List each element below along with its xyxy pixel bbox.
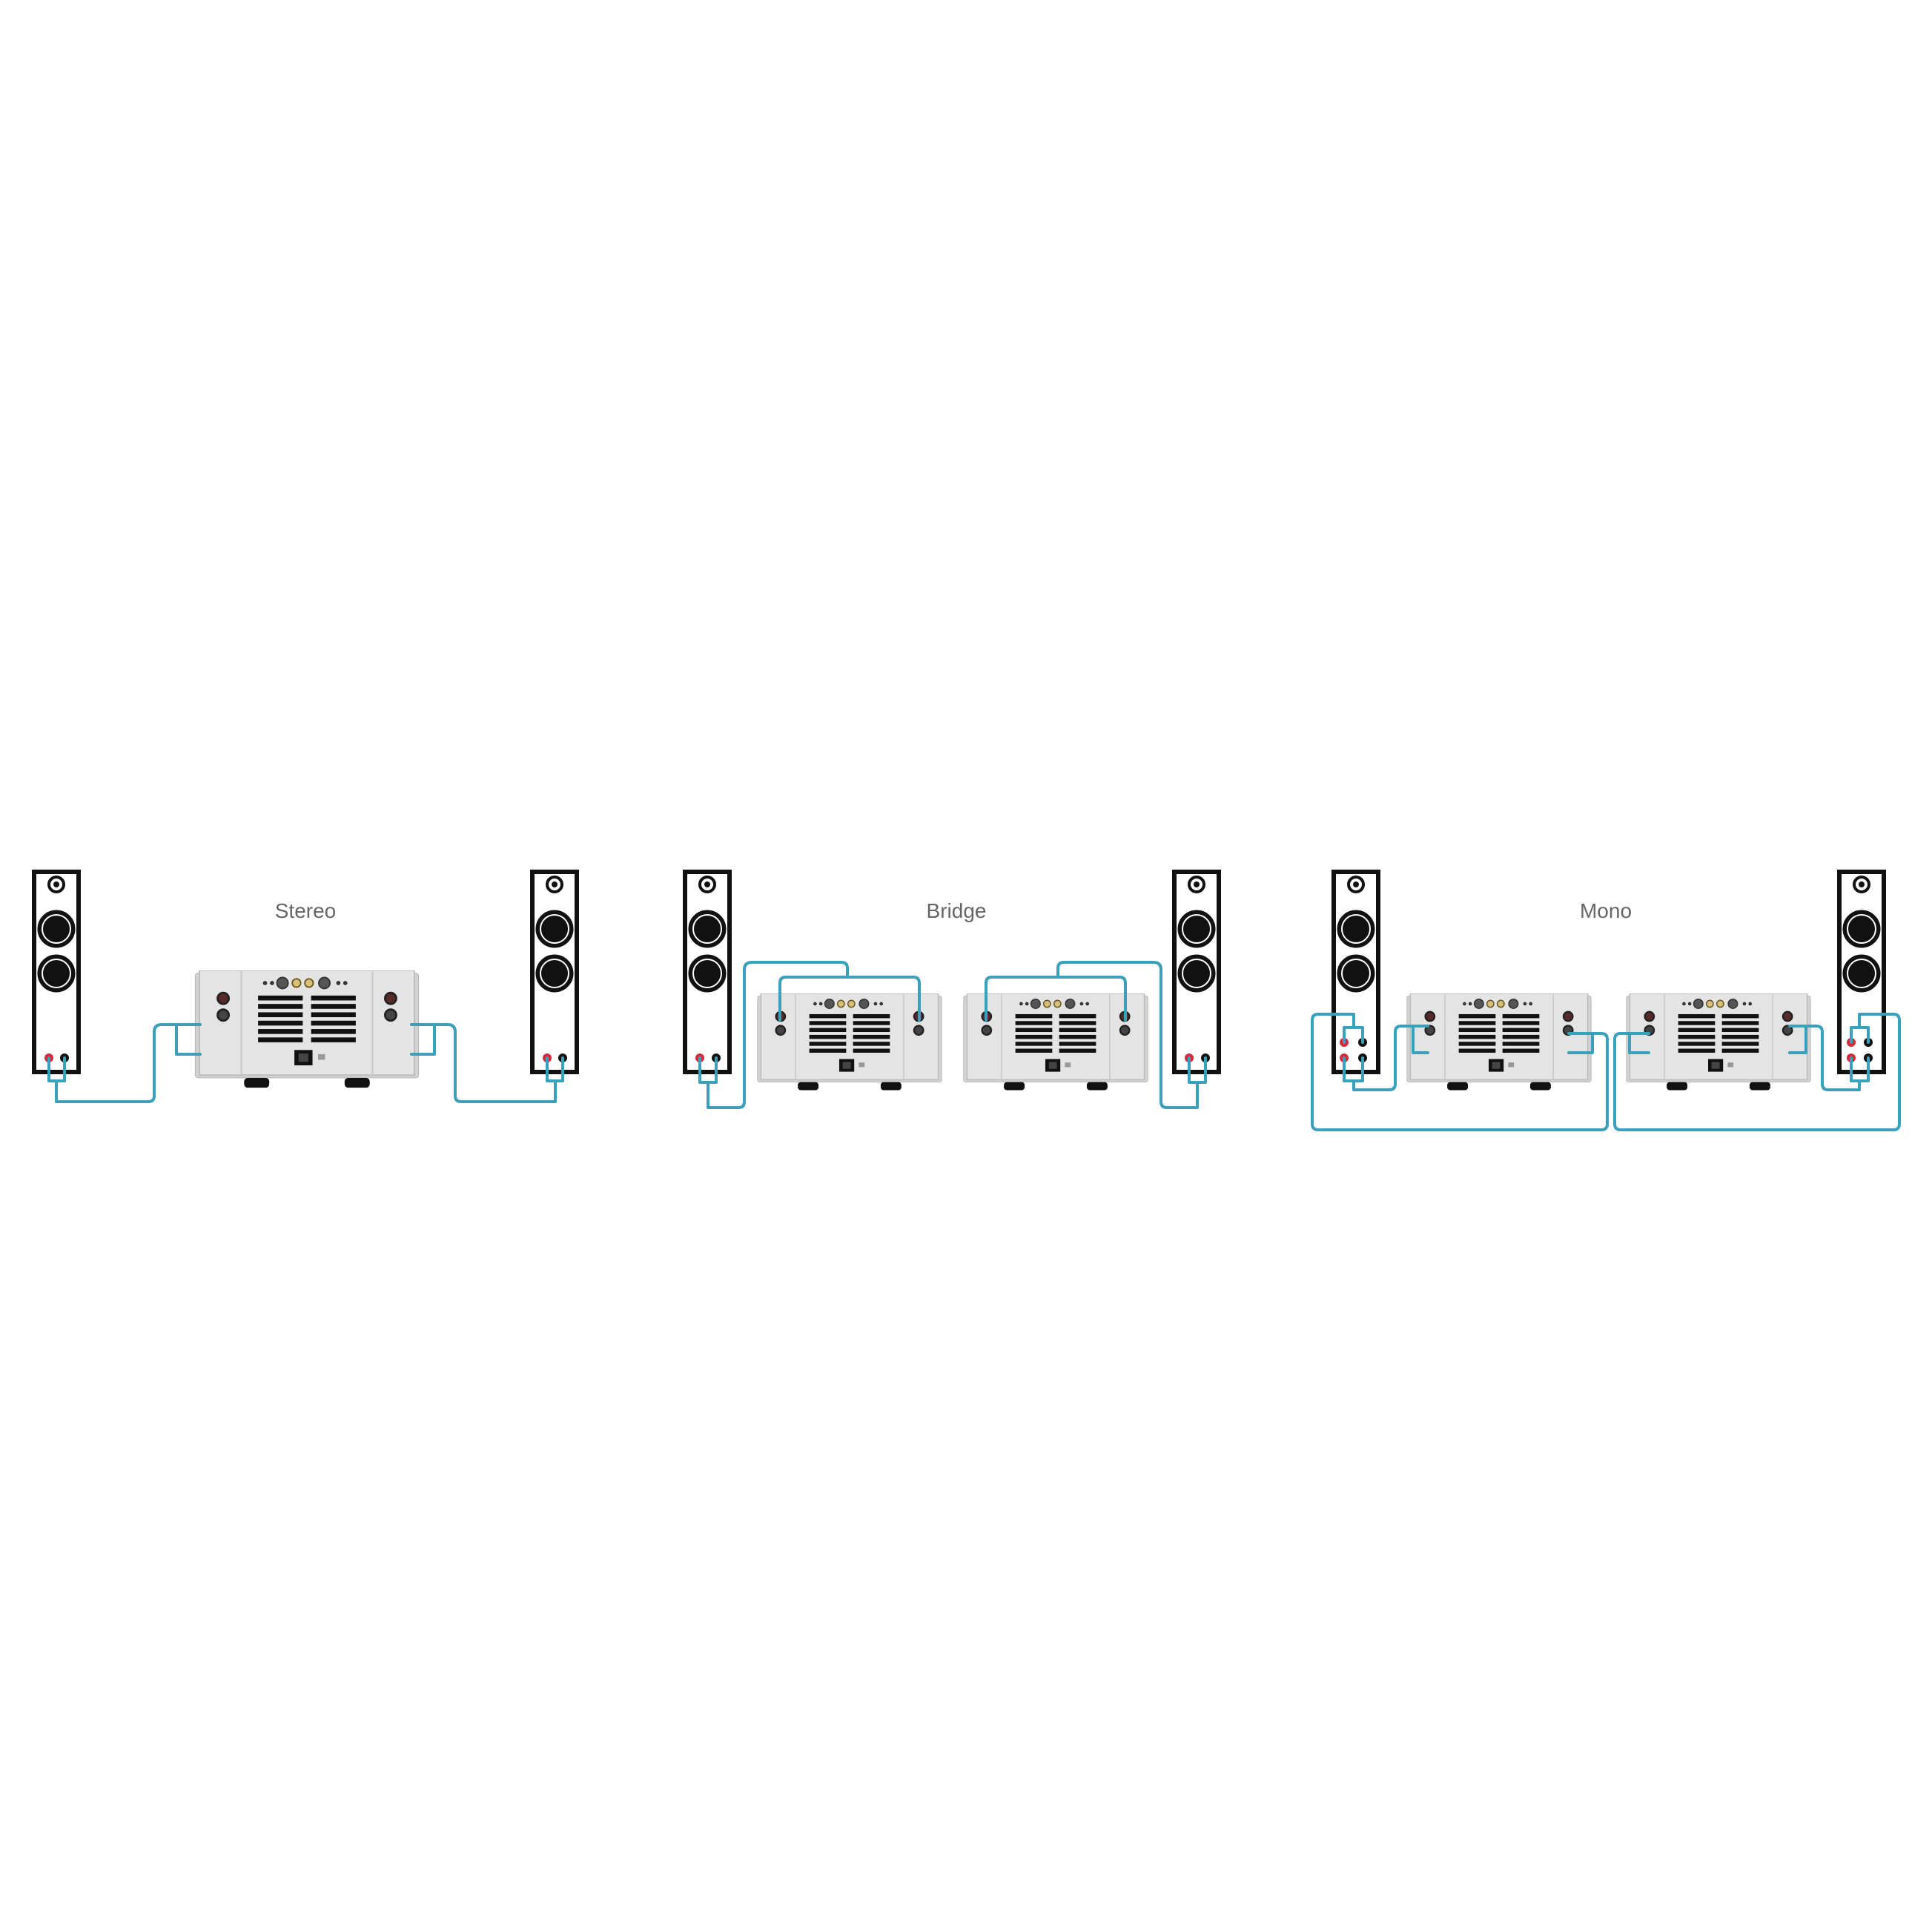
stereo-label: Stereo xyxy=(275,899,337,922)
speaker-cable xyxy=(47,1023,564,1103)
speaker-cable xyxy=(1311,1013,1901,1131)
speaker-icon xyxy=(1174,872,1219,1072)
bridge-label: Bridge xyxy=(927,899,987,922)
amplifier-icon xyxy=(1626,993,1811,1091)
speaker-icon xyxy=(685,872,730,1072)
bridge-section: Bridge xyxy=(685,872,1219,1109)
amplifier-icon xyxy=(757,993,942,1091)
speaker-icon xyxy=(532,872,577,1072)
speaker-icon xyxy=(1839,872,1884,1072)
speaker-cable xyxy=(698,961,1207,1109)
stereo-section: Stereo xyxy=(34,872,577,1103)
amplifier-icon xyxy=(1406,993,1592,1091)
mono-section: Mono xyxy=(1311,872,1901,1131)
speaker-icon xyxy=(34,872,79,1072)
mono-label: Mono xyxy=(1580,899,1632,922)
amplifier-icon xyxy=(963,993,1148,1091)
amplifier-icon xyxy=(193,970,420,1089)
